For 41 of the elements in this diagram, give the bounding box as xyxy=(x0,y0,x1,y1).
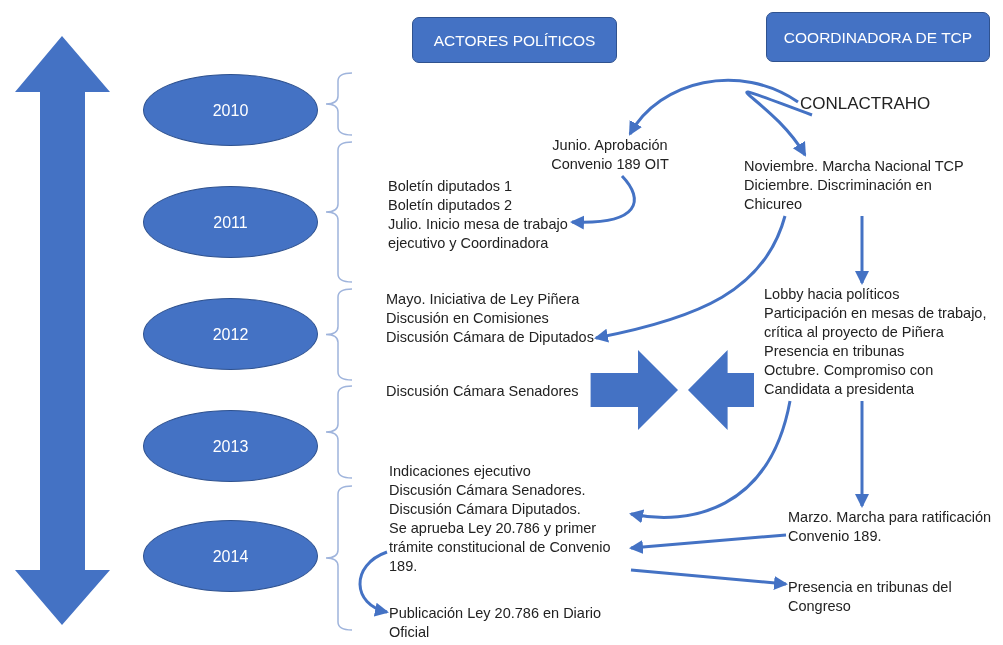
block-arrow xyxy=(590,350,678,430)
year-ellipse: 2012 xyxy=(143,298,318,370)
arrow xyxy=(629,400,792,523)
block-arrow xyxy=(688,350,754,430)
event-text: Discusión Cámara Senadores xyxy=(386,382,579,401)
event-text: Noviembre. Marcha Nacional TCP xyxy=(744,157,965,176)
arrow xyxy=(570,175,636,230)
event-text: Discusión Cámara Diputados. xyxy=(389,500,582,519)
event-text: Indicaciones ejecutivo xyxy=(389,462,532,481)
organization-label: CONLACTRAHO xyxy=(800,94,931,113)
year-ellipse: 2014 xyxy=(143,520,318,592)
event-text: Discusión Cámara Senadores. xyxy=(389,481,587,500)
year-ellipse: 2013 xyxy=(143,410,318,482)
event-text: Lobby hacia políticos xyxy=(764,285,901,304)
arrow xyxy=(594,215,787,343)
event-text: Boletín diputados 1 xyxy=(388,177,514,196)
column-header: COORDINADORA DE TCP xyxy=(766,12,990,62)
event-text: Participación en mesas de trabajo, crítica al proyecto de Piñera xyxy=(764,304,988,342)
arrow xyxy=(628,79,799,136)
event-text: Marzo. Marcha para ratificación Convenio 189. xyxy=(788,508,1000,546)
event-text: Diciembre. Discriminación en Chicureo xyxy=(744,176,933,214)
event-text: Octubre. Compromiso con Candidata a presidenta xyxy=(764,361,935,399)
year-ellipse: 2011 xyxy=(143,186,318,258)
event-text: Presencia en tribunas xyxy=(764,342,906,361)
year-ellipse: 2010 xyxy=(143,74,318,146)
event-text: Discusión en Comisiones xyxy=(386,309,550,328)
arrow xyxy=(746,90,813,157)
event-text: Presencia en tribunas del Congreso xyxy=(788,578,993,616)
event-text: Boletín diputados 2 xyxy=(388,196,514,215)
arrow xyxy=(855,401,869,508)
event-text: Se aprueba Ley 20.786 y primer trámite constitucional de Convenio 189. xyxy=(389,519,612,576)
arrow xyxy=(855,216,869,285)
event-text: Junio. Aprobación Convenio 189 OIT xyxy=(525,136,695,174)
arrow xyxy=(358,550,389,616)
event-text: Julio. Inicio mesa de trabajo ejecutivo y Coordinadora xyxy=(388,215,569,253)
column-header: ACTORES POLÍTICOS xyxy=(412,17,617,63)
event-text: Mayo. Iniciativa de Ley Piñera xyxy=(386,290,581,309)
event-text: Publicación Ley 20.786 en Diario Oficial xyxy=(389,604,619,642)
event-text: Discusión Cámara de Diputados xyxy=(386,328,594,347)
arrow xyxy=(629,533,787,554)
arrow xyxy=(630,568,788,590)
